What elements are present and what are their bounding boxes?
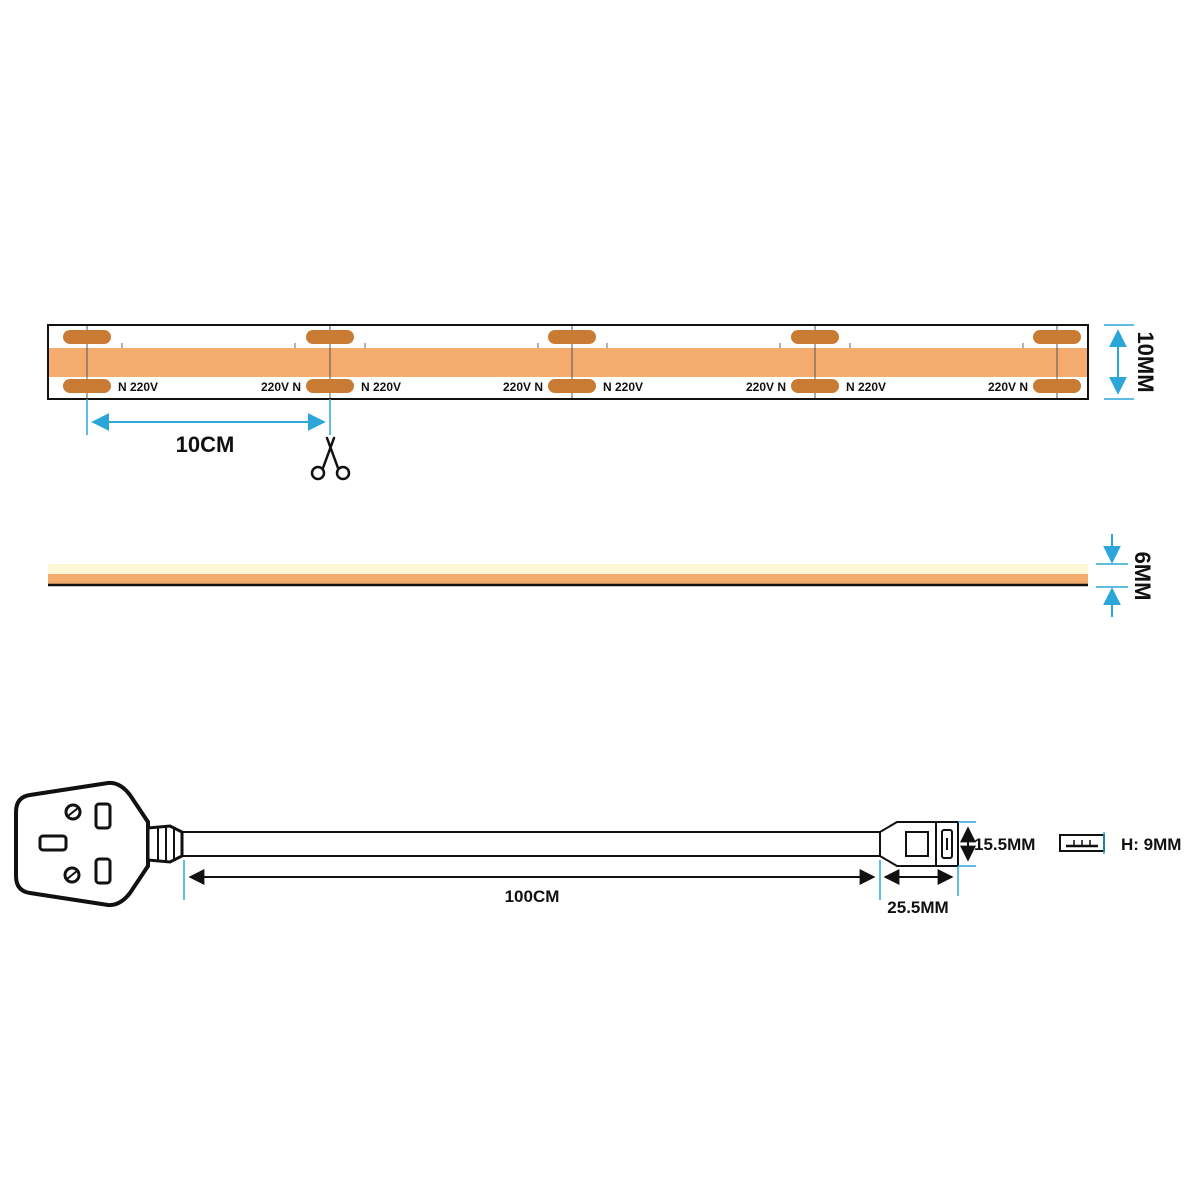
solder-pad [63,330,111,344]
side-middle-layer [48,574,1088,584]
cut-length-label: 10CM [176,432,235,457]
solder-pad [548,330,596,344]
thickness-dimension: 6MM [1096,534,1155,617]
segment-label-left: 220V N [988,380,1028,394]
strip-side-view [48,564,1088,587]
segment-label-right: N 220V [603,380,643,394]
strip-led-band [49,348,1087,377]
solder-pad [791,379,839,393]
segment-label-right: N 220V [846,380,886,394]
solder-pad [548,379,596,393]
connector-width-label: 15.5MM [974,835,1035,854]
connector-width-dimension: 15.5MM [958,821,1035,867]
solder-pad [306,379,354,393]
segment-label-left: 220V N [261,380,301,394]
thickness-label: 6MM [1130,552,1155,601]
connector-length-dimension: 25.5MM [883,866,959,917]
solder-pad [1033,330,1081,344]
strip-top-view: N 220V 220V N N 220V 220V N N 220V 220V N N 22… [47,324,1089,400]
solder-pad [1033,379,1081,393]
segment-label-left: 220V N [746,380,786,394]
uk-plug-icon [14,780,184,908]
solder-pad [791,330,839,344]
solder-pads [63,326,1081,398]
cut-length-dimension: 10CM [86,399,331,457]
strip-width-label: 10MM [1133,331,1158,392]
strip-width-dimension: 10MM [1104,324,1158,400]
cable-length-dimension: 100CM [183,860,881,906]
solder-pad [306,330,354,344]
cable [182,831,880,857]
segment-label-right: N 220V [118,380,158,394]
connector-height-label: H: 9MM [1121,835,1181,854]
side-top-layer [48,564,1088,574]
segment-label-right: N 220V [361,380,401,394]
connector-icon [879,821,959,867]
cable-length-label: 100CM [505,887,560,906]
scissors-icon [310,436,351,481]
segment-labels: N 220V 220V N N 220V 220V N N 220V 220V N N 22… [118,380,1028,394]
connector-height-icon [1059,832,1105,854]
segment-label-left: 220V N [503,380,543,394]
connector-length-label: 25.5MM [887,898,948,917]
solder-pad [63,379,111,393]
